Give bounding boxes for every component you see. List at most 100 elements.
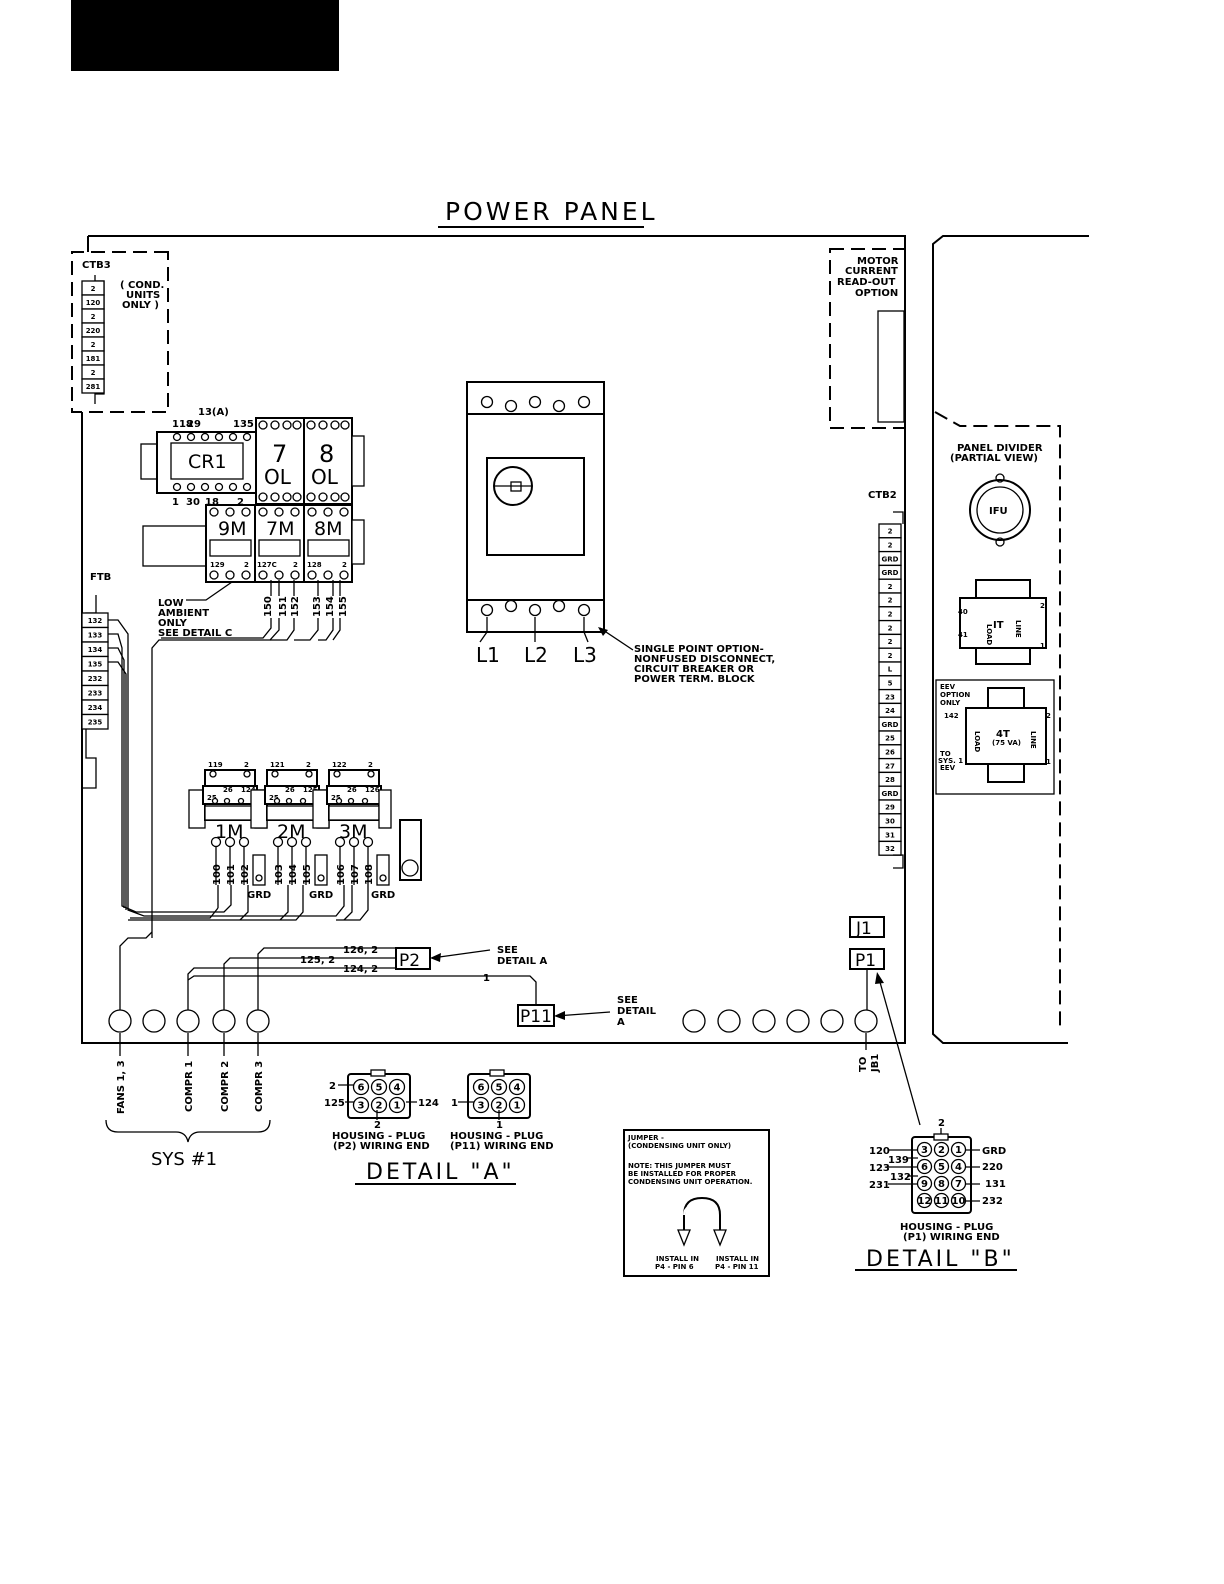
- ol7-label: OL: [264, 465, 292, 489]
- t1-left-40: 40: [958, 608, 968, 616]
- ftb-terminal-label: 234: [88, 704, 103, 712]
- plug-pin-label: 1: [394, 1101, 401, 1112]
- p1-left-132: 132: [890, 1172, 911, 1183]
- plug-pin-label: 3: [478, 1101, 485, 1112]
- line-l2: L2: [524, 643, 548, 667]
- panel-divider-label: PANEL DIVIDER: [957, 443, 1043, 454]
- ftb-terminal-label: 133: [88, 632, 103, 640]
- p2-wire-125: 125, 2: [300, 955, 335, 966]
- ctb2-terminal-label: 26: [885, 748, 895, 756]
- ctb2-terminal-block: CTB2 22GRDGRD222222L52324GRD25262728GRD2…: [868, 490, 904, 869]
- p2-pin-right-124: 124: [418, 1098, 439, 1109]
- contactor-wire-label: 106: [336, 864, 347, 885]
- cr1-top-13a: 13(A): [198, 407, 229, 418]
- grd-label: GRD: [309, 890, 333, 901]
- contactor-mid-label: 25: [269, 794, 279, 802]
- see-detail-a-1: SEE: [497, 945, 518, 956]
- cr1-top-118: 118: [172, 419, 193, 430]
- see-detail-a-2: DETAIL A: [497, 956, 547, 967]
- contactor-mid-label: 25: [331, 794, 341, 802]
- panel-divider-sub: (PARTIAL VIEW): [950, 453, 1038, 464]
- p2-pin-left-125: 125: [324, 1098, 345, 1109]
- m9-small-129: 129: [210, 561, 225, 569]
- knockout-hole: [142, 1009, 166, 1033]
- t4-to: TO: [940, 750, 951, 758]
- plug-pin-label: 5: [496, 1083, 503, 1094]
- ctb2-terminal-label: GRD: [882, 555, 899, 563]
- p2-pin-below-2: 2: [374, 1120, 381, 1131]
- ftb-terminal: [81, 713, 109, 730]
- ftb-terminal-label: 132: [88, 617, 103, 625]
- t4-load: LOAD: [973, 731, 981, 752]
- motor-current-option: MOTOR CURRENT READ-OUT OPTION: [829, 248, 906, 429]
- plug-pin-label: 2: [938, 1145, 945, 1156]
- ctb2-terminal-label: 5: [888, 679, 893, 687]
- plug-pin-label: 6: [921, 1162, 928, 1173]
- ctb2-terminal-label: 2: [888, 610, 893, 618]
- transformer-4t-label: 4T: [996, 729, 1010, 740]
- ctb3-terminal: [81, 378, 105, 394]
- ftb-terminal-label: 233: [88, 690, 103, 698]
- knockout-hole: [176, 1009, 200, 1033]
- disconnect-note-3: CIRCUIT BREAKER OR: [634, 664, 754, 675]
- relay-wire-label: 151: [278, 596, 289, 617]
- p11-pin-below-1: 1: [496, 1120, 503, 1131]
- ifu-label: IFU: [989, 506, 1008, 517]
- eev-text: EEV: [940, 683, 956, 691]
- ftb-label: FTB: [90, 572, 111, 583]
- ctb2-terminal-label: 24: [885, 707, 895, 715]
- connector-j1[interactable]: [849, 916, 885, 938]
- ctb2-terminal-label: GRD: [882, 569, 899, 577]
- p1-left-123: 123: [869, 1163, 890, 1174]
- ctb3-terminal-label: 2: [91, 369, 96, 377]
- ctb3-terminal-label: 220: [86, 327, 101, 335]
- p11-pin-left-1: 1: [451, 1098, 458, 1109]
- p1-caption-1: HOUSING - PLUG: [900, 1222, 993, 1233]
- ctb3-terminal-label: 2: [91, 341, 96, 349]
- plug-pin-label: 1: [514, 1101, 521, 1112]
- contactor-mid-label: 26: [347, 786, 357, 794]
- ctb2-terminal-label: 28: [885, 776, 895, 784]
- contactor-top-label: 2: [368, 761, 373, 769]
- label-compr-2: COMPR 2: [220, 1061, 231, 1112]
- plug-pin: [933, 1175, 950, 1192]
- plug-pin: [490, 1078, 508, 1096]
- plug-pin-label: 4: [514, 1083, 521, 1094]
- ctb2-terminal-label: 2: [888, 541, 893, 549]
- label-compr-1: COMPR 1: [184, 1061, 195, 1112]
- plug-pin-label: 5: [376, 1083, 383, 1094]
- plug-pin: [933, 1192, 950, 1209]
- panel-divider-outline: PANEL DIVIDER (PARTIAL VIEW) IFU IT 40 4…: [932, 235, 1089, 1044]
- ctb3-note-3: ONLY ): [122, 300, 159, 311]
- contactor-top-label: 119: [208, 761, 223, 769]
- t1-load: LOAD: [985, 624, 993, 645]
- grd-label: GRD: [247, 890, 271, 901]
- eev-option-box: [935, 679, 1055, 795]
- relay-cr1-label: CR1: [188, 451, 227, 473]
- relay-9m-label: 9M: [218, 518, 246, 540]
- contactor-wire-label: 104: [288, 864, 299, 885]
- contactor-top-label: 2: [244, 761, 249, 769]
- ctb3-note-1: ( COND.: [120, 280, 164, 291]
- jumper-note-2: BE INSTALLED FOR PROPER: [628, 1170, 737, 1178]
- low-ambient-4: SEE DETAIL C: [158, 628, 232, 639]
- ctb2-terminal-label: 2: [888, 597, 893, 605]
- disconnect-note-2: NONFUSED DISCONNECT,: [634, 654, 775, 665]
- cr1-bottom-2: 2: [237, 497, 244, 508]
- p11-wire-1: 1: [483, 973, 490, 984]
- plug-pin: [370, 1096, 388, 1114]
- contactor-wire-label: 103: [274, 864, 285, 885]
- t4-line: LINE: [1029, 731, 1037, 749]
- contactor-mid-label: 125: [303, 786, 318, 794]
- plug-pin: [508, 1078, 526, 1096]
- disconnect-note-1: SINGLE POINT OPTION-: [634, 644, 764, 655]
- m8-small-2: 2: [342, 561, 347, 569]
- transformer-1t-label: IT: [993, 620, 1004, 631]
- detail-a-title: DETAIL "A": [366, 1160, 515, 1185]
- p1-right-232: 232: [982, 1196, 1003, 1207]
- eev-only-text: ONLY: [940, 699, 961, 707]
- contactor-label: 3M: [339, 821, 367, 843]
- p11-caption-2: (P11) WIRING END: [450, 1141, 554, 1152]
- plug-pin: [352, 1096, 370, 1114]
